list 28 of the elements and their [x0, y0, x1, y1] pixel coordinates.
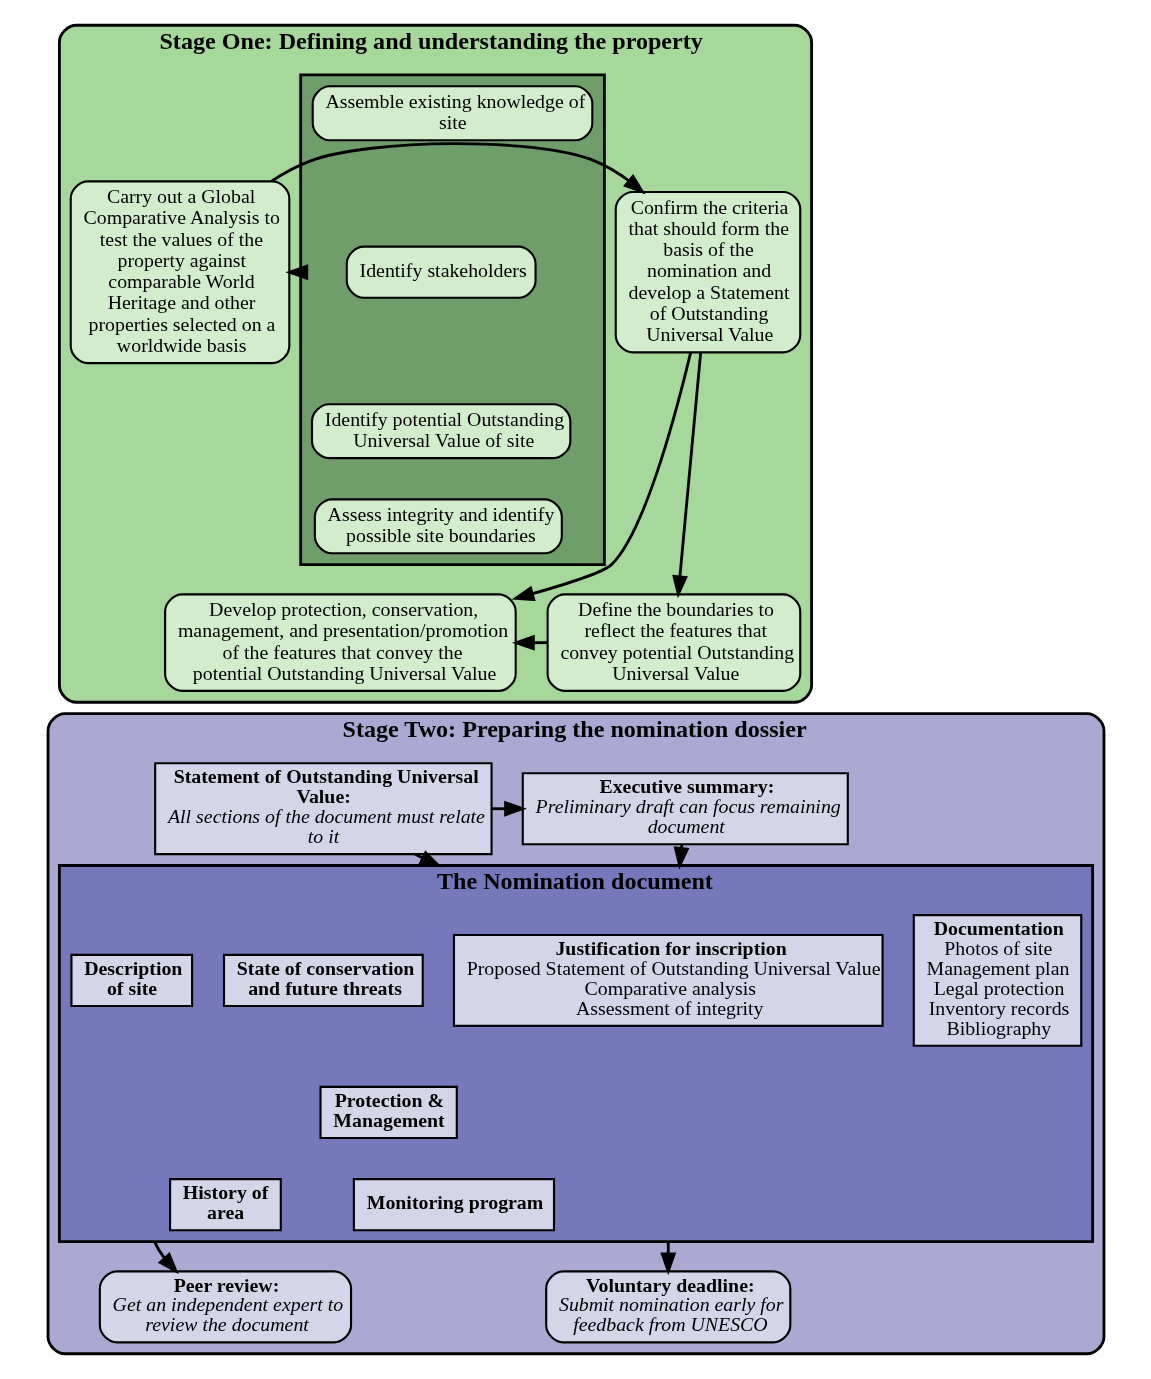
arrow	[270, 142, 646, 195]
node-box: State of conservation and future threats	[222, 953, 424, 1008]
node-box: Monitoring program	[352, 1178, 555, 1232]
node-box: History of area	[168, 1178, 282, 1232]
arrow	[511, 352, 692, 602]
arrow	[152, 1241, 179, 1275]
node-box: Protection & Management	[318, 1085, 458, 1140]
node-box: Peer review: Get an independent expert to review the document	[98, 1270, 352, 1344]
node-box: Assess integrity and identify possible site boundaries	[313, 498, 563, 555]
arrow	[284, 264, 308, 281]
node-box: Documentation Photos of site Management plan Legal protection Inventory records Bibliography	[912, 914, 1082, 1047]
arrow	[659, 1241, 676, 1276]
node-box: Executive summary: Preliminary draft can focus remaining document	[521, 772, 849, 846]
node-box: Confirm the criteria that should form the basis of the nomination and develop a Statement of Outstanding Universal Value	[614, 191, 801, 354]
arrow	[671, 352, 702, 599]
arrow	[511, 634, 547, 651]
node-box: Description of site	[69, 953, 193, 1008]
node-box: Carry out a Global Comparative Analysis to test the values of the property against comparable World Heritage and other properties selected on a worldwide basis	[69, 180, 290, 365]
cluster	[298, 73, 606, 566]
node-box: Voluntary deadline: Submit nomination early for feedback from UNESCO	[544, 1270, 791, 1344]
node-box: Identify stakeholders	[345, 245, 537, 299]
node-box: Develop protection, conservation, management, and presentation/promotion of the features that convey the potential Outstanding Universal Value	[163, 593, 517, 692]
arrow	[491, 800, 527, 817]
node-box: Statement of Outstanding Universal Value: All sections of the document must relate to it	[153, 762, 493, 856]
node-box: Justification for inscription Proposed Statement of Outstanding Universal Value Comparative analysis Assessment of integrity	[452, 933, 884, 1027]
node-box: Define the boundaries to reflect the features that convey potential Outstanding Universal Value	[546, 593, 801, 692]
node-box: Assemble existing knowledge of site	[311, 85, 593, 142]
node-box: Identify potential Outstanding Universal Value of site	[310, 403, 571, 460]
